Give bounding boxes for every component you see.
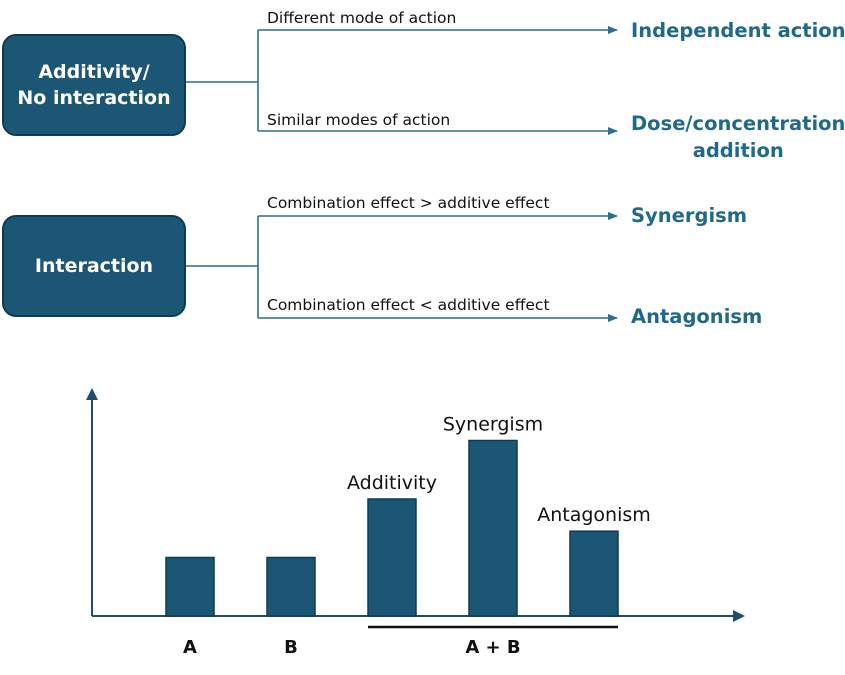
branch-label-less: Combination effect < additive effect — [267, 296, 550, 314]
y-axis-arrow — [86, 388, 98, 400]
branch-label-similar-modes: Similar modes of action — [267, 111, 451, 129]
additivity-box-label: Additivity/ No interaction — [17, 61, 171, 109]
outcome-antagonism: Antagonism — [631, 305, 763, 328]
interaction-box-label: Interaction — [34, 255, 154, 277]
bar-label-synergism: Synergism — [443, 414, 543, 436]
bar-label-antagonism: Antagonism — [537, 504, 651, 526]
bar-b — [266, 556, 316, 617]
branch-label-different-mode: Different mode of action — [267, 9, 457, 27]
interaction-box: Interaction — [2, 215, 186, 317]
outcome-dose-addition: Dose/concentration addition — [631, 112, 845, 162]
bar-a — [165, 556, 215, 617]
bar-label-additivity: Additivity — [347, 472, 437, 494]
bar-synergism — [468, 439, 518, 617]
group-label-a-b: A + B — [465, 637, 520, 658]
group-label-a: A — [183, 637, 197, 658]
bar-additivity — [367, 498, 417, 617]
additivity-box: Additivity/ No interaction — [2, 34, 186, 136]
bar-antagonism — [569, 530, 619, 617]
outcome-independent-action: Independent action — [631, 19, 845, 42]
outcome-synergism: Synergism — [631, 204, 748, 227]
branch-label-greater: Combination effect > additive effect — [267, 194, 550, 212]
x-axis-arrow — [733, 610, 745, 622]
group-label-b: B — [284, 637, 298, 658]
